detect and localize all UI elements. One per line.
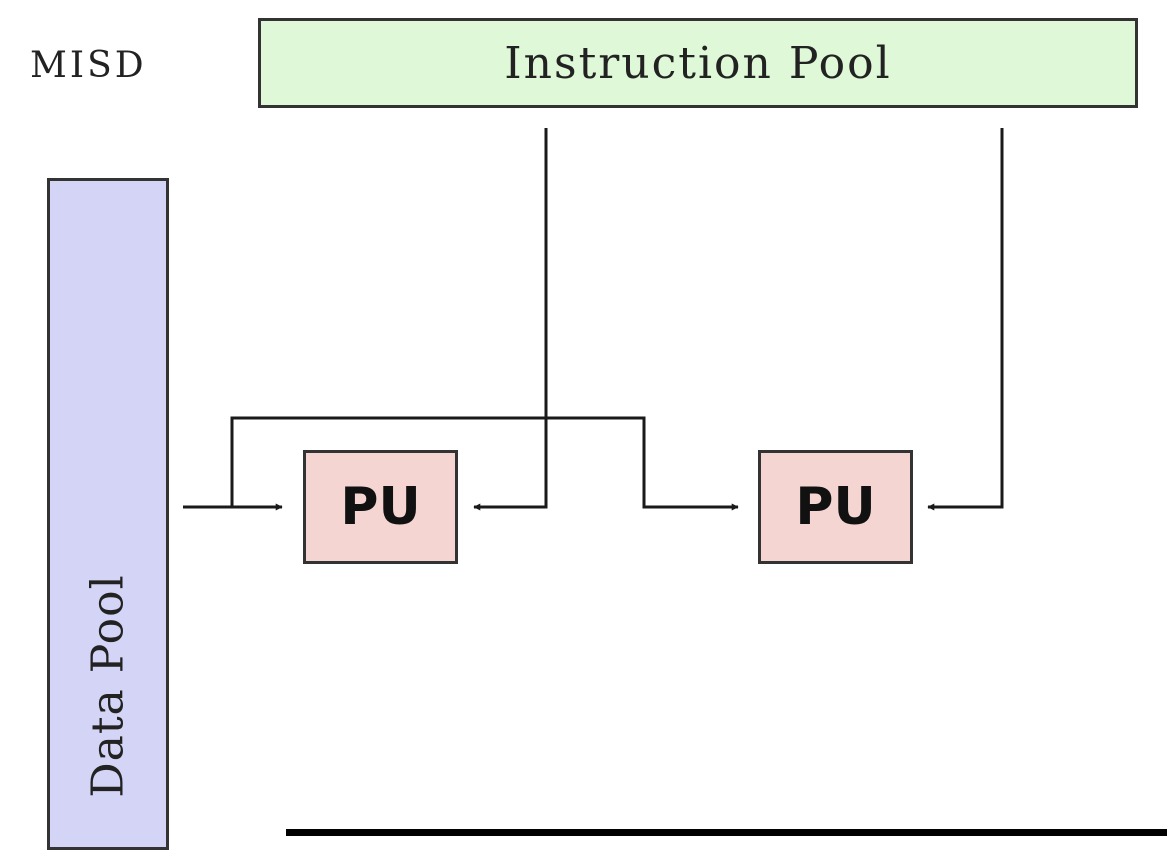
processing-unit-1-label: PU <box>340 477 421 537</box>
processing-unit-2: PU <box>758 450 913 564</box>
processing-unit-1: PU <box>303 450 458 564</box>
window-bottom-edge <box>286 829 1167 836</box>
instruction-pool-label: Instruction Pool <box>504 37 892 89</box>
instruction-pool: Instruction Pool <box>258 18 1138 108</box>
data-to-pu2-line <box>230 416 739 511</box>
data-pool: Data Pool <box>47 178 169 850</box>
instruction-to-pu1-line <box>473 128 548 511</box>
diagram-label: MISD <box>30 45 147 86</box>
processing-unit-2-label: PU <box>795 477 876 537</box>
instruction-to-pu2-line <box>927 128 1004 511</box>
